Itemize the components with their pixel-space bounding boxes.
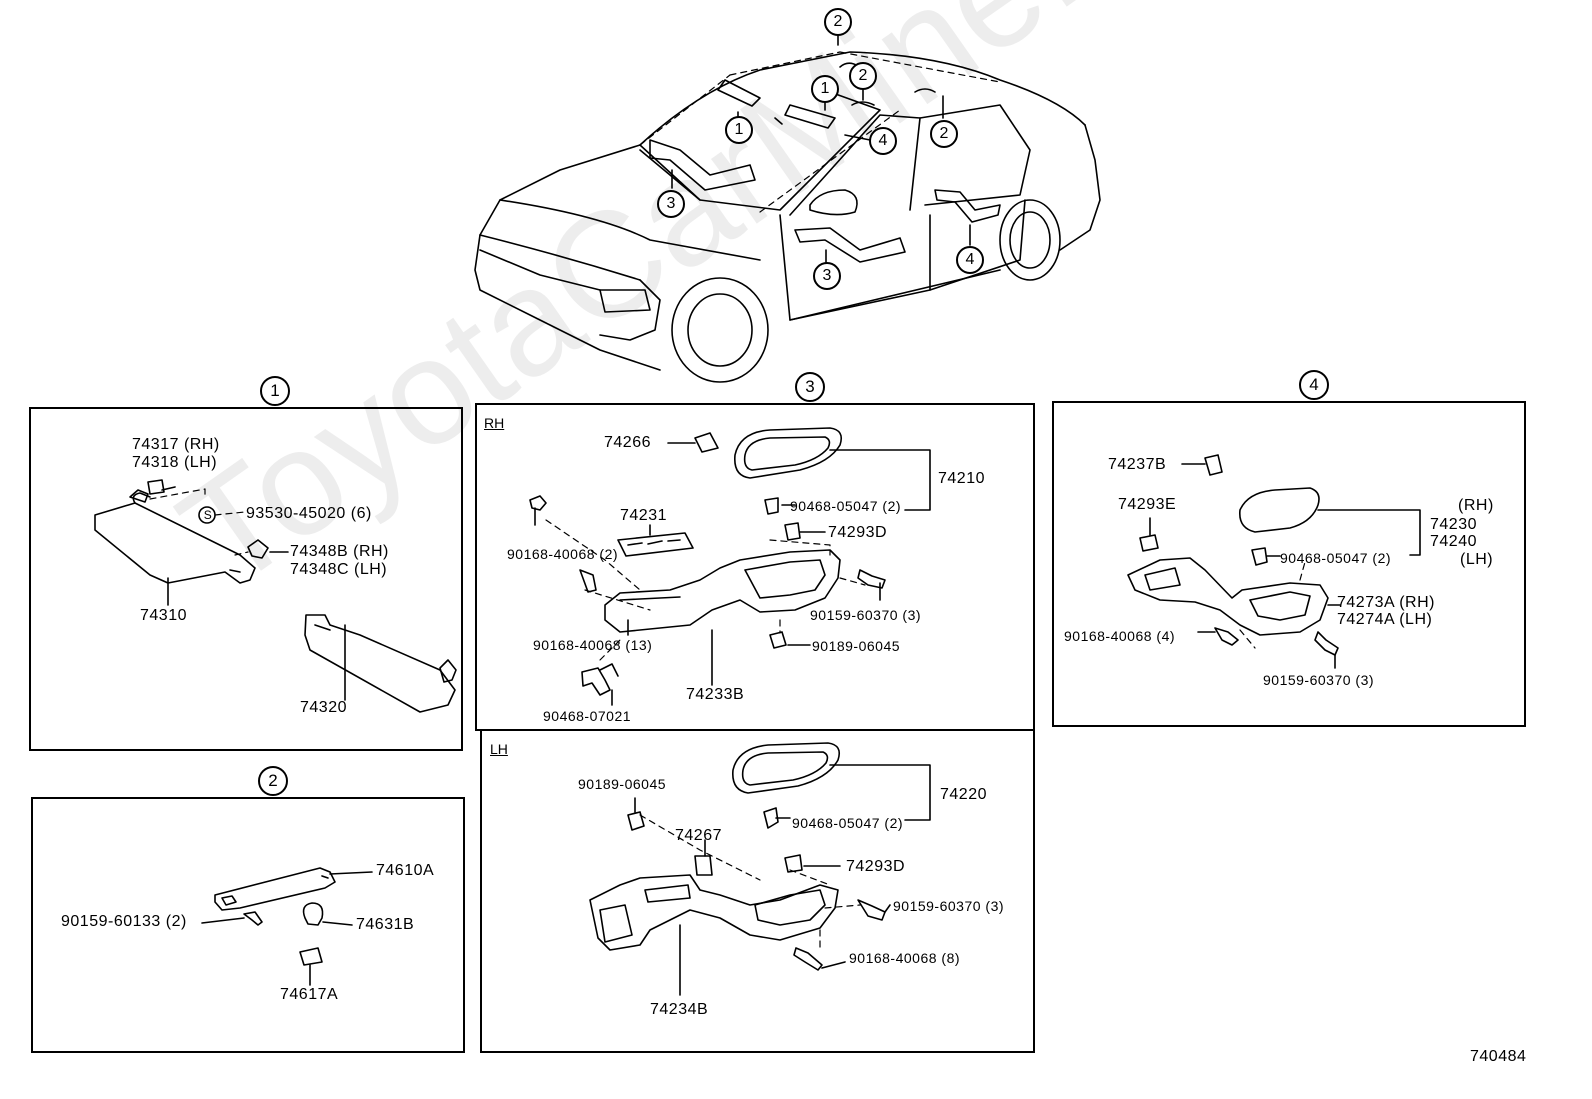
part-74310[interactable]: 74310 [140,607,187,624]
part-74318[interactable]: 74318 (LH) [132,454,218,471]
section2-box [31,797,465,1053]
part-90189-06045-lh[interactable]: 90189-06045 [578,776,667,792]
part-74231[interactable]: 74231 [620,507,667,524]
part-74234b[interactable]: 74234B [650,1001,709,1018]
section2-art [201,867,373,986]
section3-title: 3 [795,372,825,402]
part-74233b[interactable]: 74233B [686,686,745,703]
section3-lh-art [589,742,931,996]
part-74293e[interactable]: 74293E [1118,496,1177,513]
section1-box [29,407,463,751]
callout-2-mid: 2 [849,62,877,90]
part-90168-40068-8[interactable]: 90168-40068 (8) [849,950,961,966]
callout-1-mid: 1 [811,75,839,103]
part-74317[interactable]: 74317 (RH) [132,436,220,453]
part-90168-40068-2[interactable]: 90168-40068 (2) [507,546,619,562]
callout-2-top: 2 [824,8,852,36]
callout-2-right: 2 [930,120,958,148]
lh-suffix: (LH) [1460,551,1494,568]
part-74274a[interactable]: 74274A (LH) [1337,611,1433,628]
section2-title: 2 [258,766,288,796]
part-74230[interactable]: 74230 [1430,516,1477,533]
part-74610a[interactable]: 74610A [376,862,435,879]
part-90468-05047-rh[interactable]: 90468-05047 (2) [790,498,902,514]
part-90468-05047-lh[interactable]: 90468-05047 (2) [792,815,904,831]
callout-3-lower: 3 [813,262,841,290]
section4-box [1052,401,1526,727]
callout-1-left: 1 [725,116,753,144]
part-90168-40068-13[interactable]: 90168-40068 (13) [533,637,653,653]
section1-art [94,479,457,713]
part-74293d-lh[interactable]: 74293D [846,858,906,875]
part-74273a[interactable]: 74273A (RH) [1337,594,1435,611]
section4-art [1127,454,1421,669]
part-74348b[interactable]: 74348B (RH) [290,543,389,560]
part-90159-60370-rh[interactable]: 90159-60370 (3) [810,607,922,623]
figure-id: 740484 [1470,1048,1527,1065]
callout-4-upper: 4 [869,127,897,155]
part-74293d-rh[interactable]: 74293D [828,524,888,541]
part-74240[interactable]: 74240 [1430,533,1477,550]
rh-label: RH [484,415,505,431]
part-93530-45020[interactable]: 93530-45020 (6) [246,505,372,522]
part-74631b[interactable]: 74631B [356,916,415,933]
lh-label: LH [490,741,508,757]
section3-rh-box [475,403,1035,731]
car-illustration [474,51,1101,383]
part-90159-60133[interactable]: 90159-60133 (2) [61,913,187,930]
callout-3-left: 3 [657,190,685,218]
s-mark: S [203,508,213,522]
callout-4-lower: 4 [956,246,984,274]
part-90159-60370-lh[interactable]: 90159-60370 (3) [893,898,1005,914]
part-74320[interactable]: 74320 [300,699,347,716]
section4-title: 4 [1299,370,1329,400]
part-90159-60370-s4[interactable]: 90159-60370 (3) [1263,672,1375,688]
part-74210[interactable]: 74210 [938,470,985,487]
part-74220[interactable]: 74220 [940,786,987,803]
part-74348c[interactable]: 74348C (LH) [290,561,388,578]
rh-suffix: (RH) [1458,497,1494,514]
section1-title: 1 [260,376,290,406]
part-74267[interactable]: 74267 [675,827,722,844]
part-74266[interactable]: 74266 [604,434,651,451]
part-74237b[interactable]: 74237B [1108,456,1167,473]
section3-lh-box [480,729,1035,1053]
part-90468-07021[interactable]: 90468-07021 [543,708,632,724]
section3-rh-art [529,427,931,706]
part-90189-06045-rh[interactable]: 90189-06045 [812,638,901,654]
part-90468-05047-s4[interactable]: 90468-05047 (2) [1280,550,1392,566]
part-74617a[interactable]: 74617A [280,986,339,1003]
part-90168-40068-4[interactable]: 90168-40068 (4) [1064,628,1176,644]
